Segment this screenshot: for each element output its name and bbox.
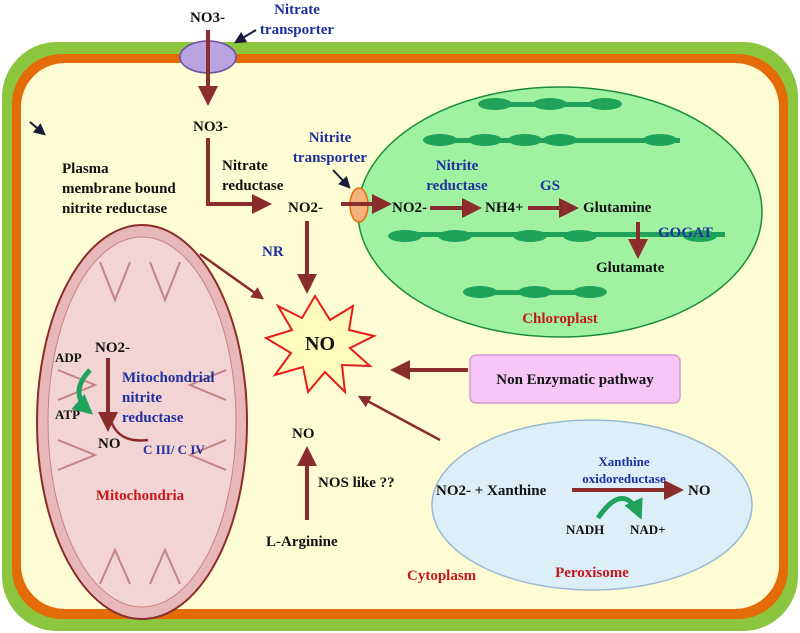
glutamine-label: Glutamine <box>583 200 652 216</box>
atp-label: ATP <box>55 407 80 422</box>
mitochondria <box>36 224 248 620</box>
gogat-label: GOGAT <box>658 225 713 241</box>
adp-label: ADP <box>55 350 82 365</box>
mito-reductase-label-2: nitrite <box>122 390 162 406</box>
complex-curve <box>106 399 149 442</box>
nitrate-top-label: NO3- <box>190 10 225 26</box>
no-arg-label: NO <box>292 426 315 442</box>
membrane-pointer <box>29 121 46 136</box>
peroxisome <box>431 419 753 591</box>
nitrate-transporter-label-2: transporter <box>260 22 334 38</box>
nitrite-label: NO2- <box>288 200 323 216</box>
plasma-label-1: Plasma <box>62 161 109 177</box>
xo-no-label: NO <box>688 483 711 499</box>
nitrate-reductase-label-2: reductase <box>222 178 284 194</box>
mito-no-label: NO <box>98 436 121 452</box>
nitrite-transporter-pointer <box>332 169 351 189</box>
nad-label: NAD+ <box>630 522 666 537</box>
nitrate-transporter-pointer <box>233 29 257 44</box>
chloro-reductase-label-2: reductase <box>426 178 488 194</box>
mitochondria-label: Mitochondria <box>96 488 185 504</box>
chloroplast-label: Chloroplast <box>522 311 598 327</box>
glutamate-label: Glutamate <box>596 260 665 276</box>
complex-label: C III/ C IV <box>143 442 205 457</box>
no-center-label: NO <box>305 333 335 355</box>
plasma-label-2: membrane bound <box>62 181 176 197</box>
nitrite-transporter-label-2: transporter <box>293 150 367 166</box>
nitrate-transporter-label-1: Nitrate <box>274 2 320 18</box>
nadh-nad-arrow <box>595 496 643 520</box>
thylakoid-stacks <box>388 98 725 298</box>
xo-label-2: oxidoreductase <box>582 471 666 486</box>
no-star <box>263 294 377 395</box>
non-enzymatic-label: Non Enzymatic pathway <box>496 372 654 388</box>
pathway-arrows <box>98 30 684 520</box>
chloro-reductase-label-1: Nitrite <box>436 158 479 174</box>
mito-reductase-label-1: Mitochondrial <box>122 370 215 386</box>
gs-label: GS <box>540 178 560 194</box>
nadh-label: NADH <box>566 522 604 537</box>
mito-nitrite-label: NO2- <box>95 340 130 356</box>
xo-label-1: Xanthine <box>598 454 650 469</box>
non-enzymatic-box <box>469 354 681 404</box>
l-arginine-label: L-Arginine <box>266 534 338 550</box>
ammonium-label: NH4+ <box>485 200 524 216</box>
nr-label: NR <box>262 244 284 260</box>
chloro-nitrite-label: NO2- <box>392 200 427 216</box>
adp-atp-arrow <box>71 368 94 415</box>
plasma-label-3: nitrite reductase <box>62 201 167 217</box>
nitrate-reductase-label-1: Nitrate <box>222 158 268 174</box>
nitrite-transporter-label-1: Nitrite <box>309 130 352 146</box>
nos-like-label: NOS like ?? <box>318 475 395 491</box>
xanthine-reactant-label: NO2- + Xanthine <box>436 483 547 499</box>
mito-reductase-label-3: reductase <box>122 410 184 426</box>
peroxisome-label: Peroxisome <box>555 565 629 581</box>
nitrate-inside-label: NO3- <box>193 119 228 135</box>
cytoplasm-label: Cytoplasm <box>407 568 477 584</box>
